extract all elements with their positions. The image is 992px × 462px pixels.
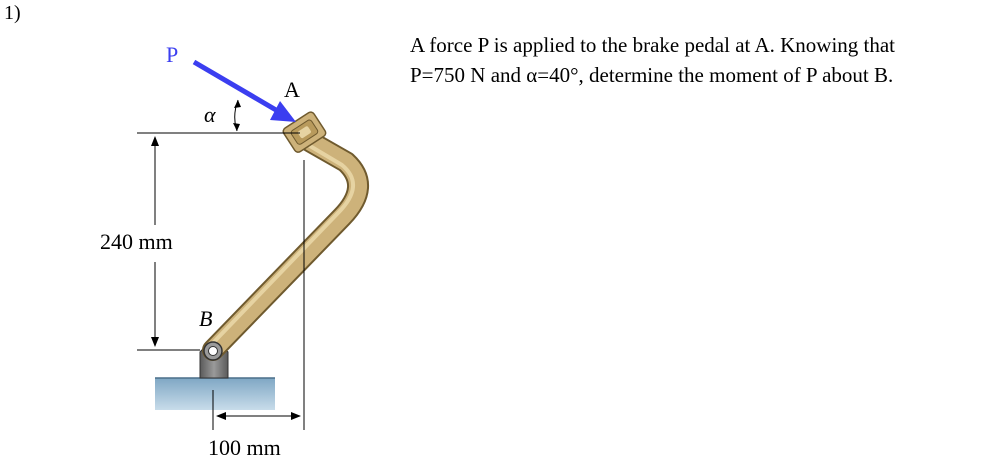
force-label-p: P — [166, 42, 178, 67]
problem-text-line-2: P=750 N and α=40°, determine the moment … — [410, 63, 894, 87]
ground-base — [155, 378, 275, 410]
pedal-arm — [202, 131, 370, 361]
point-b-label: B — [199, 306, 212, 331]
problem-text-line-1: A force P is applied to the brake pedal … — [410, 33, 896, 57]
problem-statement: A force P is applied to the brake pedal … — [410, 30, 990, 90]
point-a-label: A — [284, 77, 300, 102]
angle-arc-arrow — [233, 99, 241, 132]
problem-number: 1) — [4, 2, 21, 24]
force-arrow-p — [192, 59, 296, 122]
angle-label: α — [204, 102, 216, 127]
pivot-pin-center — [208, 346, 218, 356]
horizontal-dimension-label: 100 mm — [208, 435, 281, 460]
pedal-pad — [282, 111, 327, 153]
vertical-dimension-label: 240 mm — [100, 229, 173, 254]
